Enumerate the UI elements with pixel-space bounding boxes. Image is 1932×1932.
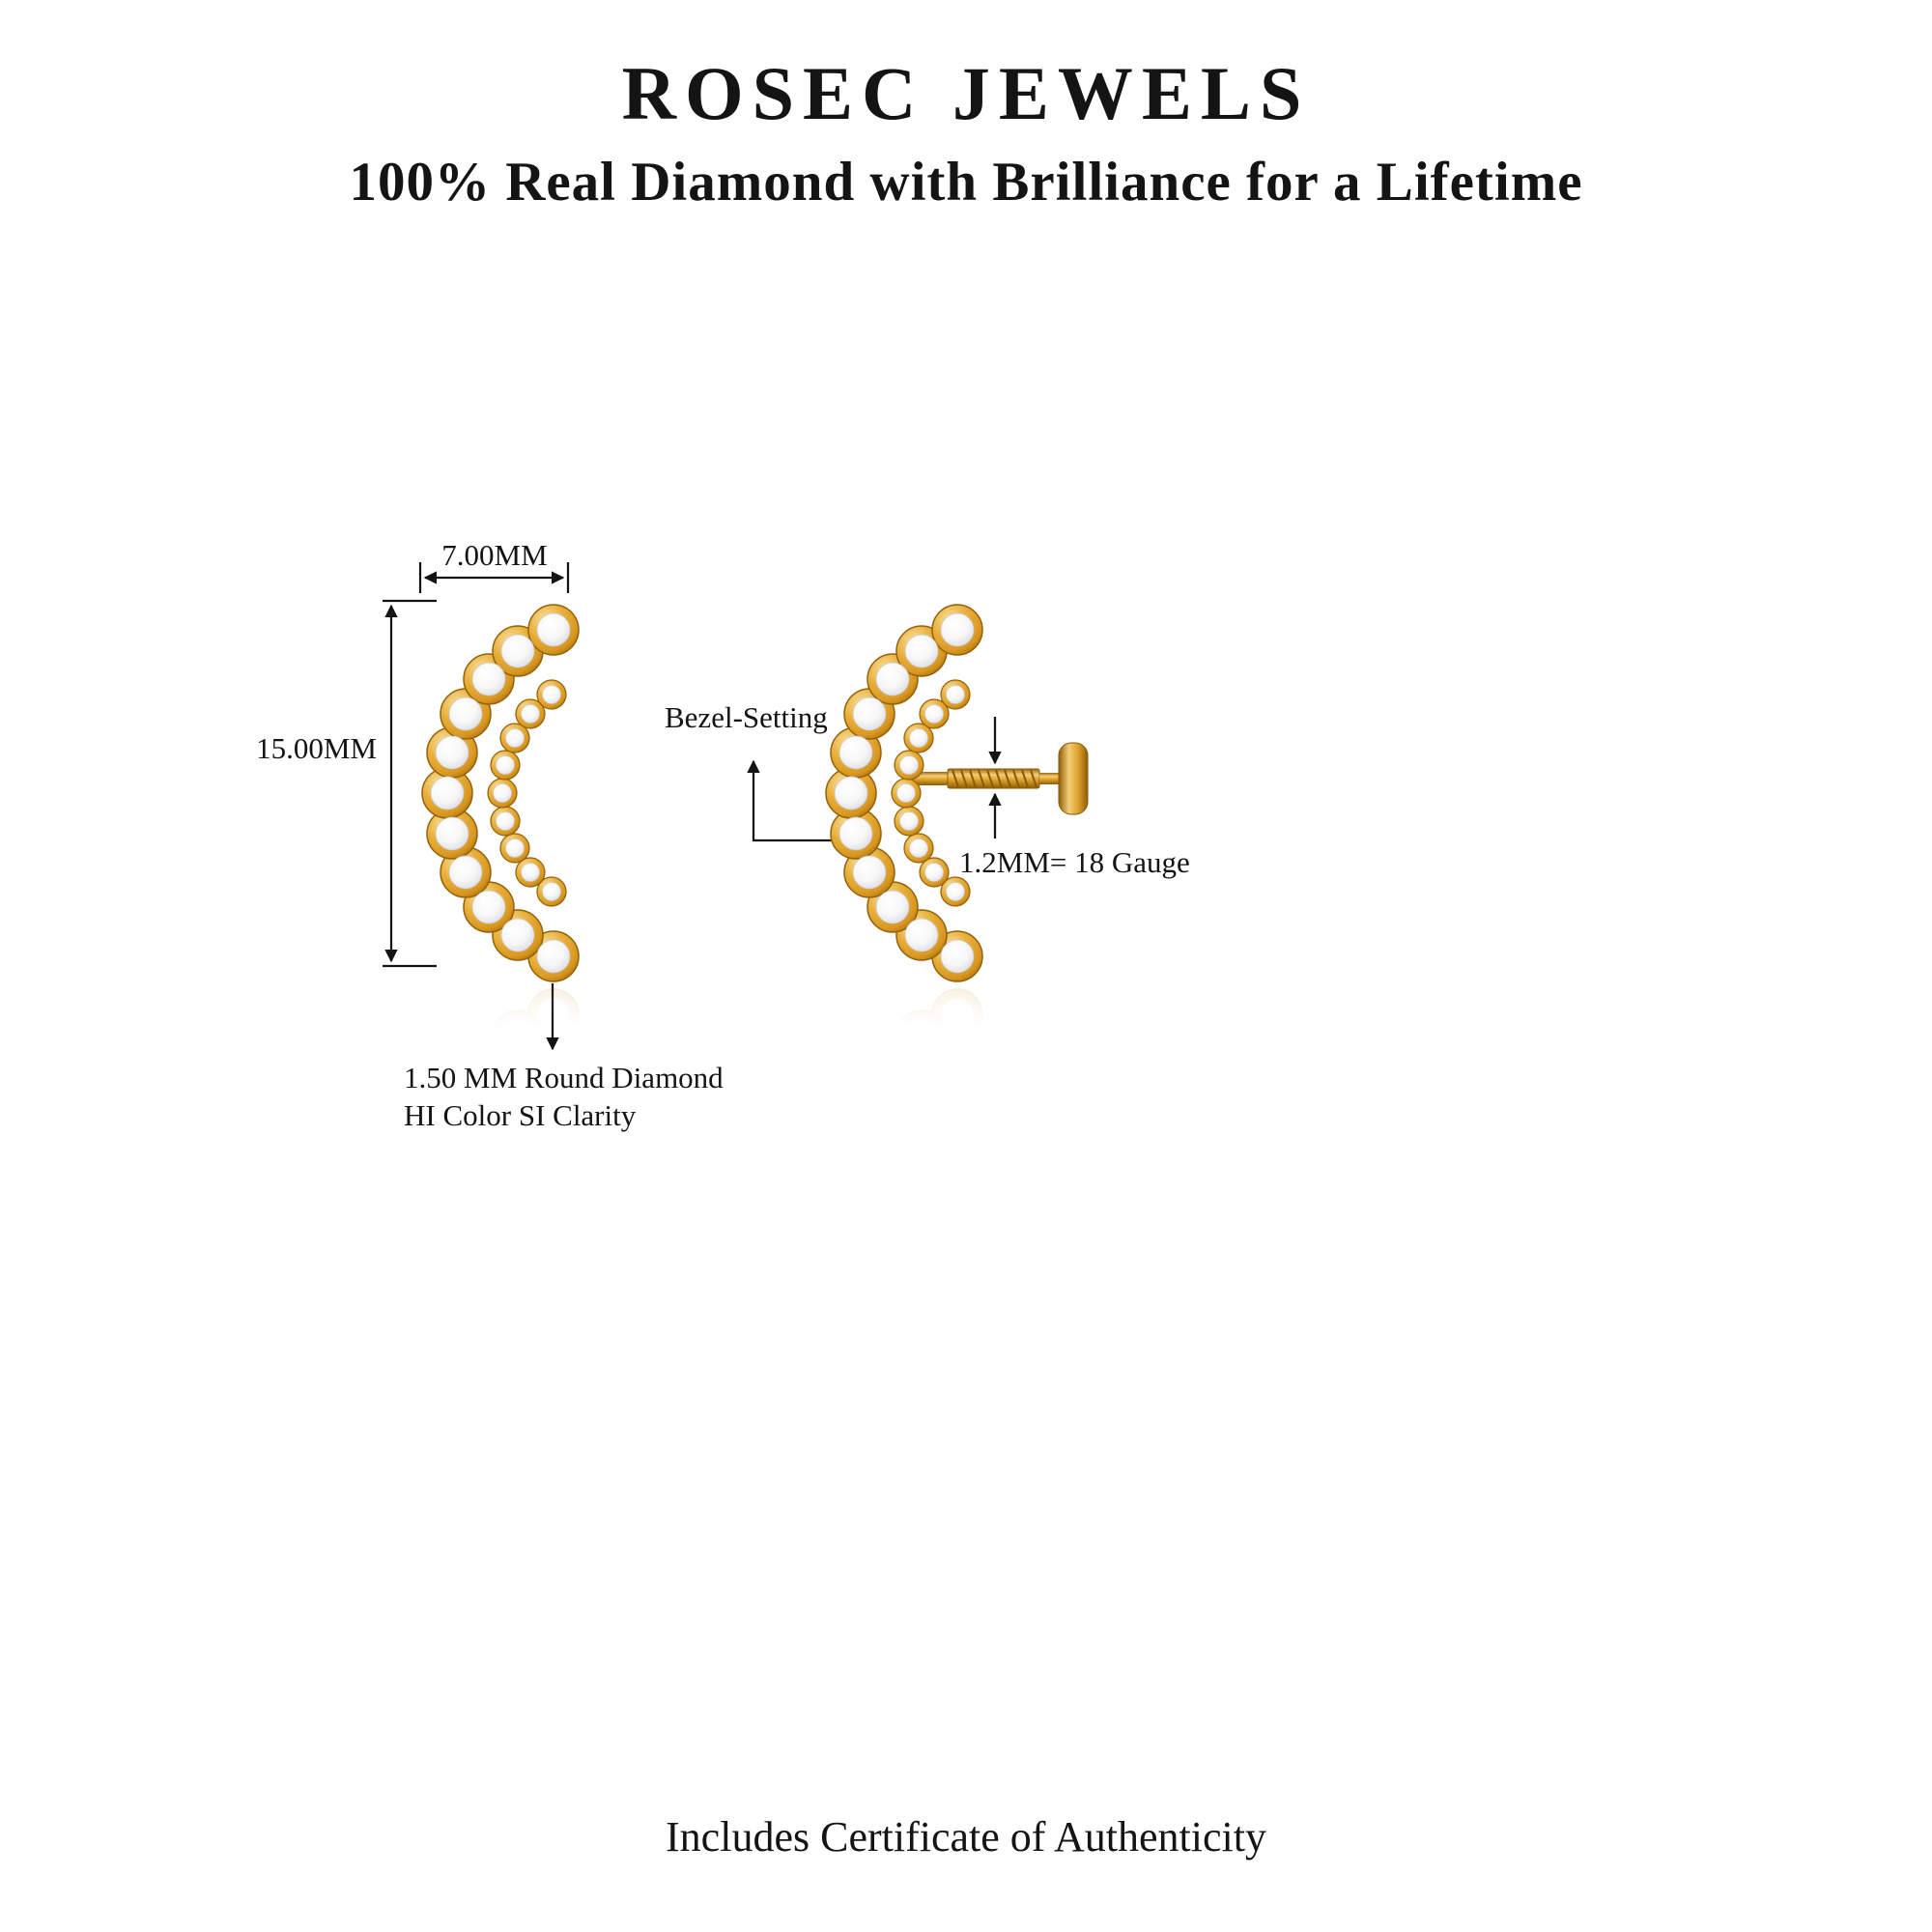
width-dimension-line	[418, 562, 570, 593]
front-view-reflection	[421, 988, 580, 1039]
stone-spec-label: 1.50 MM Round Diamond HI Color SI Clarit…	[404, 1059, 724, 1134]
stone-spec-line1: 1.50 MM Round Diamond	[404, 1061, 724, 1094]
width-dimension-label: 7.00MM	[441, 538, 548, 572]
post-threads	[952, 769, 1037, 788]
labret-post	[904, 742, 1089, 815]
earring-side-view-illustration	[825, 604, 1089, 982]
bezel-setting-label: Bezel-Setting	[665, 700, 828, 734]
labret-disc-back	[1058, 742, 1089, 815]
height-dimension-line	[383, 599, 437, 968]
bezel-setting-leader-line	[747, 759, 867, 842]
height-dimension-label: 15.00MM	[256, 731, 377, 765]
brand-title: ROSEC JEWELS	[621, 51, 1311, 135]
side-view-reflection	[819, 981, 1128, 1039]
certificate-note: Includes Certificate of Authenticity	[666, 1813, 1266, 1861]
earring-front-view-illustration	[421, 604, 580, 982]
stone-spec-line2: HI Color SI Clarity	[404, 1098, 637, 1132]
brand-tagline: 100% Real Diamond with Brilliance for a …	[349, 152, 1583, 213]
gauge-label: 1.2MM= 18 Gauge	[959, 845, 1190, 879]
